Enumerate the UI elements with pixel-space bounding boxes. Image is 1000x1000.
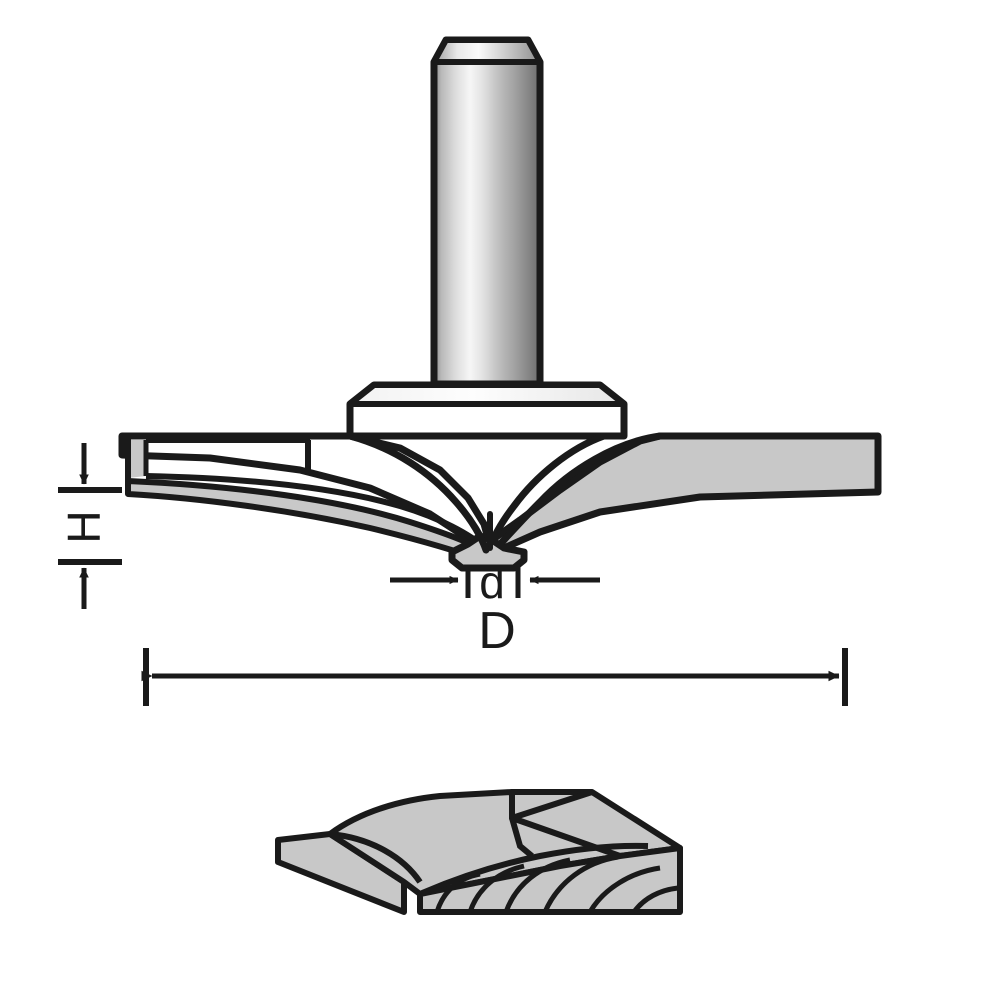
panel-bevel-step: [329, 831, 423, 884]
dim-d-label: d: [479, 556, 505, 608]
shank-chamfer: [431, 37, 543, 65]
panel-lip-crease: [511, 789, 593, 821]
dimension-H: H: [58, 443, 122, 609]
wood-grain-arcs: [434, 854, 679, 914]
panel-left-end: [275, 831, 407, 915]
right-wing-bevel-edge: [490, 432, 664, 555]
panel-quirk-notch: [509, 817, 534, 859]
dimension-D: D: [141, 602, 848, 706]
dim-H-label: H: [58, 510, 110, 543]
collar-top-face: [347, 382, 627, 407]
left-wing-ogee-curve: [346, 432, 490, 554]
panel-cove-crease: [418, 842, 649, 897]
dim-D-label: D: [478, 602, 516, 660]
cut-panel-perspective: [275, 789, 683, 915]
left-wing-pocket-bottom: [145, 473, 490, 553]
router-bit-cross-section: [118, 36, 882, 572]
dimension-d: d: [390, 556, 600, 608]
left-wing-end-shade: [128, 440, 146, 478]
shank: [430, 36, 544, 388]
